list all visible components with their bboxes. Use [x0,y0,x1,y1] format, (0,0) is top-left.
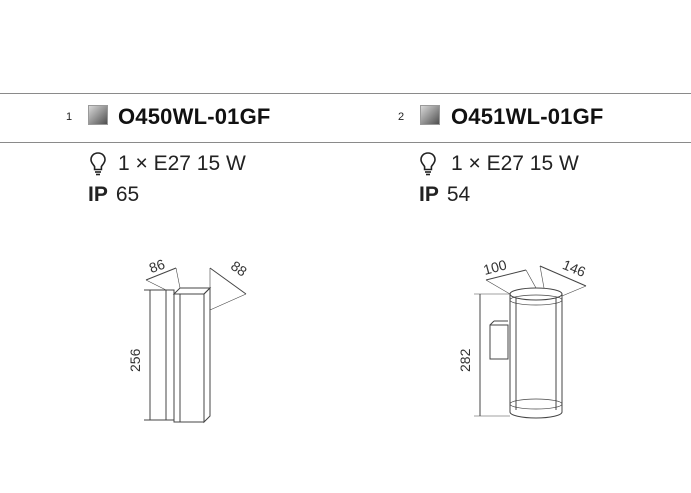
dimension-height: 282 [457,348,473,372]
product-index: 1 [66,111,73,123]
ip-value: 65 [115,183,140,206]
finish-swatch-icon [420,105,440,125]
lamp-spec: 1 × E27 15 W [118,152,246,175]
finish-swatch-icon [88,105,108,125]
dimension-height: 256 [127,348,143,372]
header-bottom-rule [0,142,691,143]
product-drawing-cylindrical: 100 146 282 [457,256,588,419]
ip-rating: IP 65 [88,183,139,207]
product-index: 2 [398,111,405,123]
dimension-width: 86 [147,256,167,276]
lamp-spec: 1 × E27 15 W [451,152,579,175]
product-code: O451WL-01GF [451,104,604,129]
product-code: O450WL-01GF [118,104,271,129]
bulb-icon [420,152,436,176]
dimension-depth: 88 [228,257,250,279]
ip-value: 54 [446,183,471,206]
ip-label: IP [88,183,108,206]
header-top-rule [0,93,691,94]
product-drawing-rectangular: 86 88 256 [127,256,250,424]
bulb-icon [90,152,106,176]
dimension-width: 100 [482,256,509,278]
ip-label: IP [419,183,439,206]
ip-rating: IP 54 [419,183,470,207]
